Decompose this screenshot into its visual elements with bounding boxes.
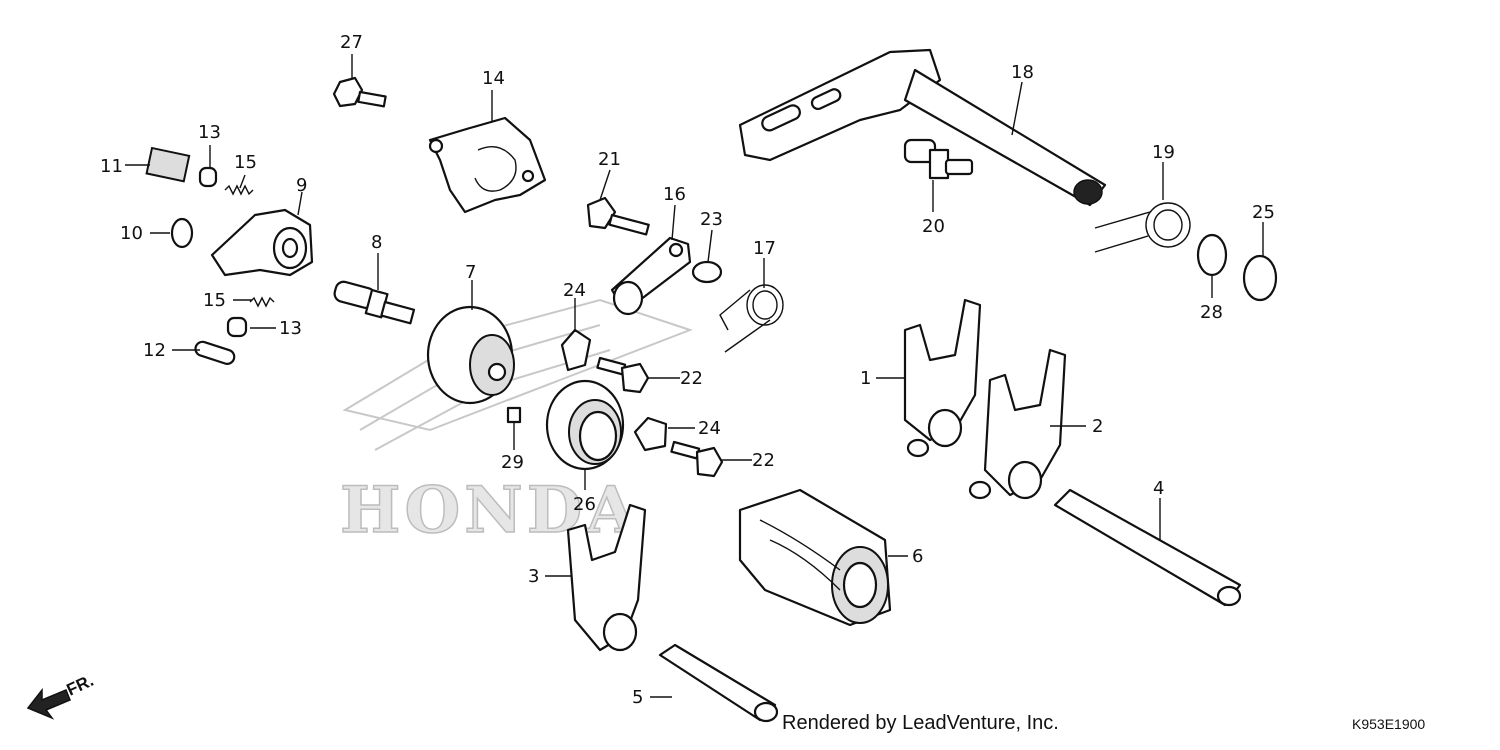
callout-19: 19 bbox=[1152, 142, 1175, 163]
part-14-stopper-plate bbox=[428, 116, 547, 214]
render-credit: Rendered by LeadVenture, Inc. bbox=[782, 712, 1059, 734]
callout-16: 16 bbox=[663, 184, 686, 205]
callout-2: 2 bbox=[1092, 416, 1103, 437]
callout-12: 12 bbox=[143, 340, 166, 361]
callout-26: 26 bbox=[573, 494, 596, 515]
callout-13-lower: 13 bbox=[279, 318, 302, 339]
callout-numbers: 27 14 13 11 15 9 10 15 13 12 8 7 21 16 2… bbox=[100, 32, 1275, 708]
part-23-washer bbox=[691, 260, 723, 284]
part-15-spring-lower bbox=[249, 296, 275, 308]
part-1-shift-fork bbox=[903, 298, 982, 458]
part-21-bolt bbox=[586, 196, 650, 236]
part-7-shift-drum-center bbox=[426, 305, 515, 405]
callout-7: 7 bbox=[465, 262, 476, 283]
callout-18: 18 bbox=[1011, 62, 1034, 83]
callout-28: 28 bbox=[1200, 302, 1223, 323]
diagram-code: K953E1900 bbox=[1352, 716, 1426, 732]
part-25-washer bbox=[1242, 254, 1278, 302]
callout-6: 6 bbox=[912, 546, 923, 567]
part-29-pin bbox=[506, 406, 522, 424]
callout-25: 25 bbox=[1252, 202, 1275, 223]
part-24-plate-lower bbox=[633, 416, 668, 452]
leader-lines bbox=[125, 54, 1264, 698]
part-18-shift-spindle bbox=[738, 48, 1107, 207]
callout-4: 4 bbox=[1153, 478, 1164, 499]
callout-1: 1 bbox=[860, 368, 871, 389]
part-26-bearing bbox=[545, 379, 625, 471]
part-10-washer bbox=[170, 217, 194, 249]
callout-3: 3 bbox=[528, 566, 539, 587]
callout-29: 29 bbox=[501, 452, 524, 473]
callout-14: 14 bbox=[482, 68, 505, 89]
front-direction-indicator: FR. bbox=[26, 671, 97, 720]
part-9-stopper-arm bbox=[210, 208, 314, 277]
front-arrow-icon bbox=[26, 687, 71, 720]
part-22-bolt-lower bbox=[670, 440, 724, 478]
callout-21: 21 bbox=[598, 149, 621, 170]
part-15-spring-upper bbox=[224, 184, 254, 196]
callout-27: 27 bbox=[340, 32, 363, 53]
part-4-fork-shaft bbox=[1053, 488, 1242, 607]
part-16-link-plate bbox=[610, 236, 692, 316]
callout-22-upper: 22 bbox=[680, 368, 703, 389]
callout-8: 8 bbox=[371, 232, 382, 253]
part-28-snap-ring bbox=[1196, 233, 1228, 277]
callout-24-upper: 24 bbox=[563, 280, 586, 301]
callout-17: 17 bbox=[753, 238, 776, 259]
part-17-spring bbox=[719, 284, 784, 353]
callout-23: 23 bbox=[700, 209, 723, 230]
callout-15-lower: 15 bbox=[203, 290, 226, 311]
callout-10: 10 bbox=[120, 223, 143, 244]
callout-24-lower: 24 bbox=[698, 418, 721, 439]
part-6-shift-drum bbox=[738, 488, 892, 627]
part-19-spring bbox=[1094, 202, 1191, 253]
part-13-pin-lower bbox=[226, 316, 248, 338]
callout-20: 20 bbox=[922, 216, 945, 237]
part-2-shift-fork bbox=[968, 348, 1067, 500]
part-5-fork-shaft bbox=[658, 643, 779, 723]
callout-22-lower: 22 bbox=[752, 450, 775, 471]
part-3-shift-fork bbox=[566, 503, 647, 652]
callout-9: 9 bbox=[296, 175, 307, 196]
part-20-bolt bbox=[903, 138, 974, 180]
part-8-bolt bbox=[333, 280, 416, 325]
part-13-pin-upper bbox=[198, 166, 218, 188]
part-24-plate-upper bbox=[560, 328, 592, 372]
callout-13-upper: 13 bbox=[198, 122, 221, 143]
callout-11: 11 bbox=[100, 156, 123, 177]
part-11-block bbox=[145, 146, 191, 183]
part-12-pin bbox=[194, 340, 236, 365]
part-27-bolt bbox=[332, 76, 387, 108]
callout-5: 5 bbox=[632, 687, 643, 708]
part-22-bolt-upper bbox=[596, 356, 650, 394]
callout-15-upper: 15 bbox=[234, 152, 257, 173]
